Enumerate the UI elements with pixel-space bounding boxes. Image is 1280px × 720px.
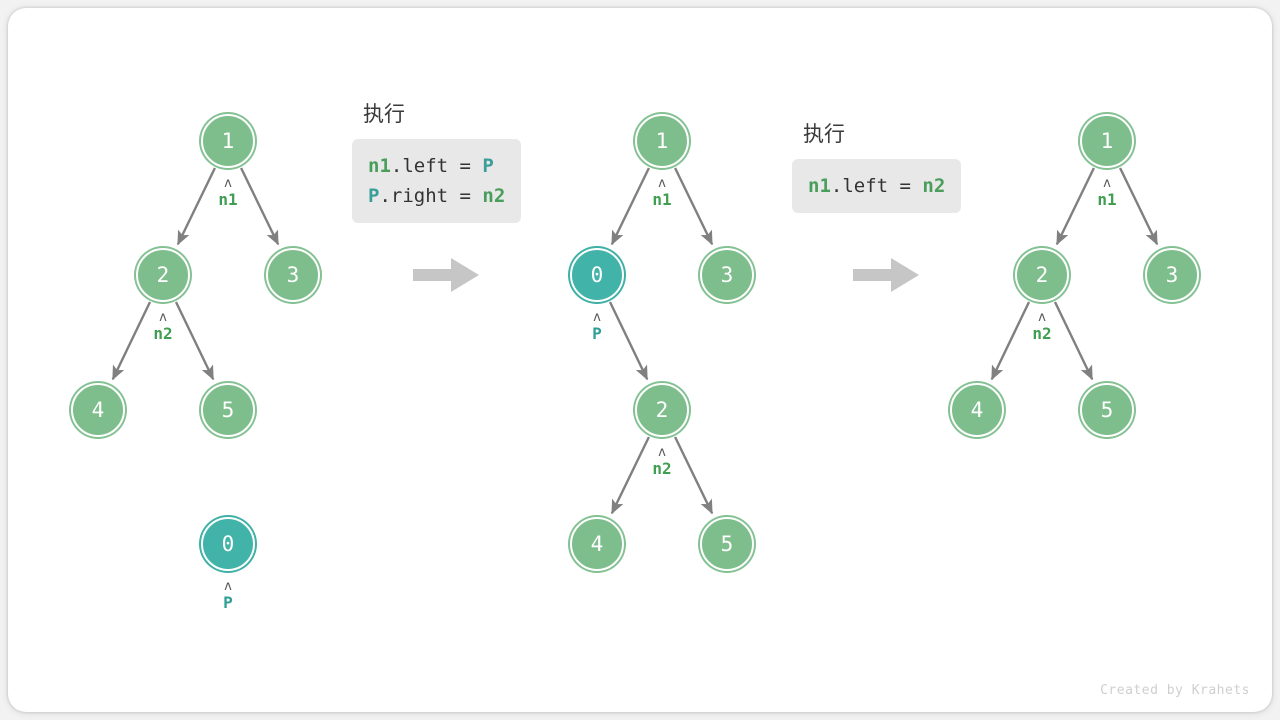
code-line: P.right = n2 xyxy=(368,181,505,211)
transition-arrow-1 xyxy=(413,258,479,292)
step-3-code-block: n1.left = n2 xyxy=(792,159,962,213)
step-2-node-4: 4 xyxy=(570,517,624,571)
code-token: P xyxy=(368,185,380,207)
step-2-node-5: 5 xyxy=(700,517,754,571)
caret-up-icon: ʌ xyxy=(1103,176,1111,191)
step-1-node-5: 5 xyxy=(201,383,255,437)
caret-up-icon: ʌ xyxy=(224,579,232,594)
pointer-label: n1 xyxy=(1097,190,1117,209)
step-3-node-3: 3 xyxy=(1145,248,1199,302)
tree-edge xyxy=(608,301,649,381)
pointer-label: n2 xyxy=(1032,324,1052,343)
code-token: .right = xyxy=(379,185,483,207)
step-2-exec-heading: 执行 xyxy=(363,102,405,126)
code-token: .left = xyxy=(390,155,483,177)
caret-up-icon: ʌ xyxy=(159,310,167,325)
step-1-node-4: 4 xyxy=(71,383,125,437)
step-1-node-3: 3 xyxy=(266,248,320,302)
caret-up-icon: ʌ xyxy=(224,176,232,191)
step-1-node-2: 2 xyxy=(136,248,190,302)
tree-edge xyxy=(176,167,216,246)
tree-edge xyxy=(674,436,714,515)
caret-up-icon: ʌ xyxy=(658,445,666,460)
pointer-label: P xyxy=(223,593,233,612)
step-3-node-5: 5 xyxy=(1080,383,1134,437)
code-line: n1.left = P xyxy=(368,151,505,181)
tree-edge xyxy=(1119,167,1159,246)
step-3-node-2: 2 xyxy=(1015,248,1069,302)
tree-edge xyxy=(1055,167,1095,246)
code-token: P xyxy=(482,155,494,177)
caret-up-icon: ʌ xyxy=(1038,310,1046,325)
pointer-label: n1 xyxy=(218,190,238,209)
tree-edge xyxy=(610,436,650,515)
step-1-node-1: 1 xyxy=(201,114,255,168)
step-3-node-1: 1 xyxy=(1080,114,1134,168)
code-token: .left = xyxy=(830,175,923,197)
step-1-node-0: 0 xyxy=(201,517,255,571)
caret-up-icon: ʌ xyxy=(593,310,601,325)
pointer-label: n2 xyxy=(652,459,672,478)
pointer-label: n1 xyxy=(652,190,672,209)
tree-edge xyxy=(990,301,1031,381)
tree-edge xyxy=(240,167,280,246)
transition-arrow-2 xyxy=(853,258,919,292)
tree-edge xyxy=(1053,301,1094,381)
code-token: n1 xyxy=(808,175,831,197)
pointer-label: n2 xyxy=(153,324,173,343)
tree-edge xyxy=(174,301,215,381)
pointer-label: P xyxy=(592,324,602,343)
caret-up-icon: ʌ xyxy=(658,176,666,191)
code-token: n1 xyxy=(368,155,391,177)
step-2-node-3: 3 xyxy=(700,248,754,302)
watermark: Created by Krahets xyxy=(1100,683,1250,698)
step-2-node-2: 2 xyxy=(635,383,689,437)
step-2-node-0: 0 xyxy=(570,248,624,302)
code-token: n2 xyxy=(482,185,506,207)
tree-edge xyxy=(674,167,714,246)
step-3-node-4: 4 xyxy=(950,383,1004,437)
step-3-exec-heading: 执行 xyxy=(803,122,845,146)
tree-edge xyxy=(610,167,650,246)
code-line: n1.left = n2 xyxy=(808,171,945,201)
code-token: n2 xyxy=(922,175,946,197)
tree-edge xyxy=(111,301,152,381)
step-2-node-1: 1 xyxy=(635,114,689,168)
